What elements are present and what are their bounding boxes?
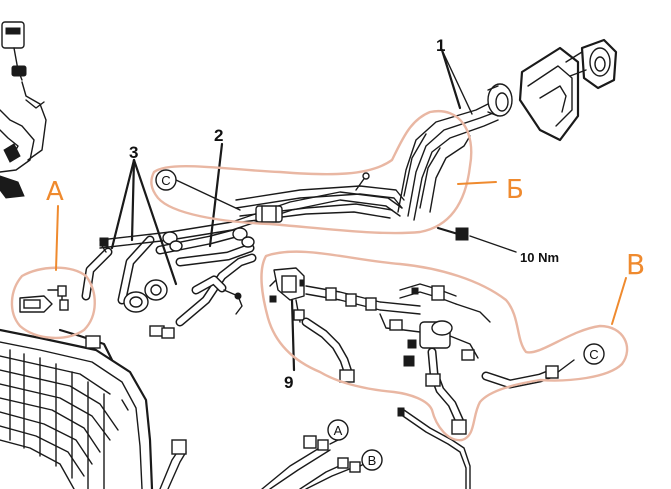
outline-b [150, 109, 473, 235]
circle-ref-c-top: C [155, 169, 177, 191]
circle-ref-b-bottom-text: B [368, 453, 377, 468]
part-number-9: 9 [284, 373, 293, 392]
region-outlines [10, 109, 629, 442]
valve-assembly-v [269, 267, 575, 435]
circle-ref-c-right: C [583, 343, 605, 365]
part-number-1: 1 [436, 36, 445, 55]
filler-neck-assembly [397, 48, 517, 253]
clamp-group-a [19, 235, 155, 313]
bottom-lines [159, 407, 471, 489]
region-marker-a: А [46, 177, 64, 207]
outline-v [260, 250, 629, 442]
region-marker-b: Б [506, 175, 524, 205]
outline-a [10, 266, 96, 340]
circle-ref-b-bottom: B [361, 449, 383, 471]
pump-assembly [0, 21, 47, 199]
part-number-2: 2 [214, 126, 223, 145]
torque-label: 10 Nm [520, 250, 559, 265]
circle-ref-c-right-text: C [589, 347, 598, 362]
fuel-tank [0, 328, 154, 489]
hose-bundle-center [99, 142, 405, 339]
orange-markers [55, 181, 627, 325]
part-number-3: 3 [129, 143, 138, 162]
filler-door [518, 38, 618, 142]
circle-ref-a-bottom-text: A [334, 423, 343, 438]
circle-ref-a-bottom: A [327, 419, 349, 441]
region-marker-v: В [626, 248, 645, 281]
circle-ref-c-top-text: C [161, 173, 170, 188]
